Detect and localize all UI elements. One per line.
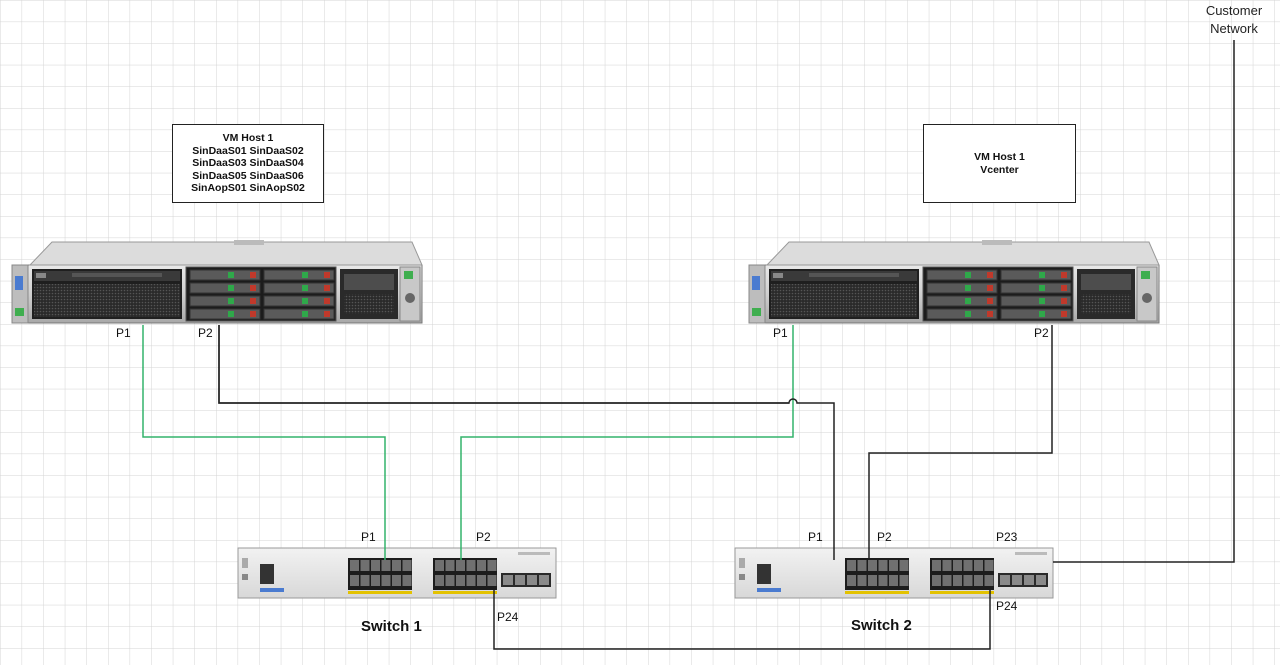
server-1-icon	[11, 240, 423, 324]
switch2-port-p2-label: P2	[877, 530, 892, 544]
server1-port-p2-label: P2	[198, 326, 213, 340]
link-crossover-hop	[218, 325, 835, 560]
switch2-name: Switch 2	[851, 617, 912, 634]
switch-1-icon	[237, 547, 557, 599]
server-2-icon	[748, 240, 1160, 324]
customer-network-label: Customer Network	[1198, 2, 1270, 38]
host1-vm-line: SinAopS01 SinAopS02	[191, 182, 305, 194]
link-server2-p2-to-switch2-p2	[868, 325, 1053, 560]
switch-2-icon	[734, 547, 1054, 599]
switch1-port-p2-label: P2	[476, 530, 491, 544]
server2-port-p1-label: P1	[773, 326, 788, 340]
link-switch1-p24-to-switch2-p24	[493, 590, 991, 650]
link-switch2-p23-to-customer-network	[1053, 40, 1235, 563]
host1-vm-line: SinDaaS03 SinDaaS04	[192, 157, 304, 169]
customer-network-line: Network	[1210, 21, 1258, 36]
switch2-port-p24-label: P24	[996, 599, 1018, 613]
host2-vm-line: Vcenter	[980, 163, 1019, 176]
host1-vm-line: SinDaaS05 SinDaaS06	[192, 169, 304, 182]
host1-title: VM Host 1	[222, 132, 274, 144]
switch1-port-p1-label: P1	[361, 530, 376, 544]
switch2-port-p23-label: P23	[996, 530, 1018, 544]
host2-title: VM Host 1	[974, 151, 1025, 163]
switch1-port-p24-label: P24	[497, 610, 519, 624]
link-server2-p1-to-switch1-p2	[460, 325, 794, 560]
host1-label-box: VM Host 1 SinDaaS01 SinDaaS02 SinDaaS03 …	[172, 124, 324, 203]
switch2-port-p1-label: P1	[808, 530, 823, 544]
host1-vm-line: SinDaaS01 SinDaaS02	[192, 144, 304, 157]
link-server1-p1-to-switch1-p1	[142, 325, 386, 560]
server1-port-p1-label: P1	[116, 326, 131, 340]
host2-label-box: VM Host 1 Vcenter	[923, 124, 1076, 203]
switch1-name: Switch 1	[361, 618, 422, 635]
server2-port-p2-label: P2	[1034, 326, 1049, 340]
customer-network-line: Customer	[1205, 3, 1263, 18]
